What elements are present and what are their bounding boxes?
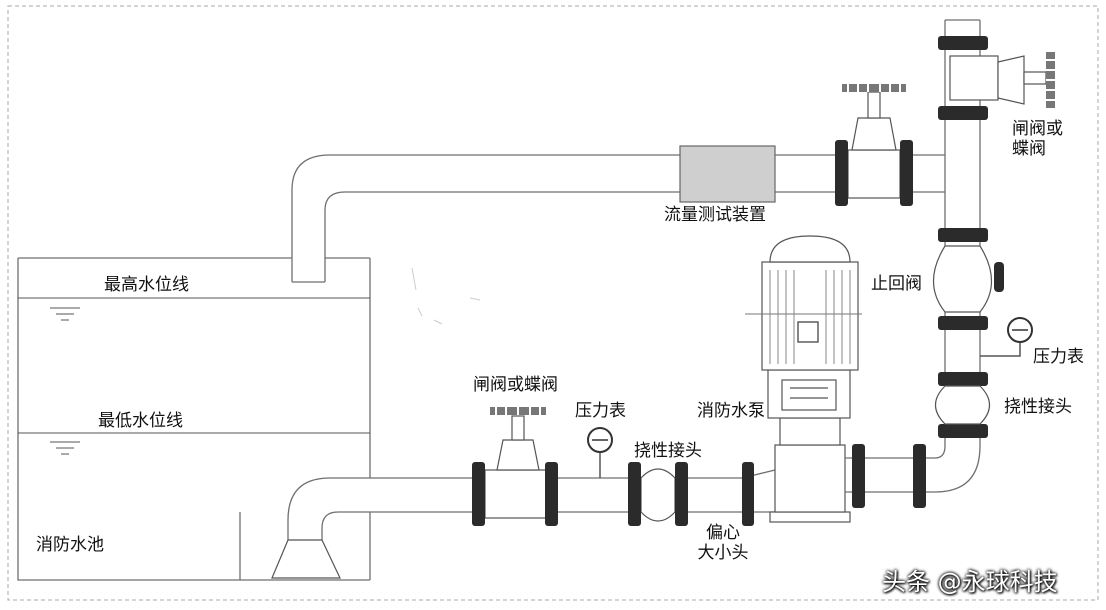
riser-gate-valve bbox=[949, 55, 1047, 105]
label-eccentric-reducer-line1: 偏心 bbox=[706, 523, 740, 543]
label-gate-or-butterfly-valve-right-line1: 闸阀或 bbox=[1012, 119, 1063, 139]
label-lowest-water-line: 最低水位线 bbox=[98, 411, 183, 431]
valve-handwheel-icon bbox=[842, 84, 906, 92]
flexible-joint bbox=[934, 385, 991, 425]
label-flexible-joint-left: 挠性接头 bbox=[634, 441, 702, 461]
flange bbox=[938, 106, 988, 120]
flange bbox=[938, 316, 988, 330]
label-gate-or-butterfly-valve-right-line2: 蝶阀 bbox=[1012, 138, 1046, 159]
pressure-gauge-icon bbox=[980, 317, 1033, 357]
flange bbox=[472, 462, 485, 526]
pressure-gauge-icon bbox=[587, 427, 613, 478]
suction-bell-mouth bbox=[271, 539, 341, 579]
label-eccentric-reducer: 偏心 大小头 bbox=[688, 523, 758, 563]
flange bbox=[852, 444, 865, 508]
watermark: 头条 @永球科技 bbox=[882, 568, 1058, 596]
flange bbox=[900, 140, 913, 206]
flange bbox=[742, 462, 754, 526]
flange bbox=[938, 36, 988, 50]
valve-handwheel-icon bbox=[1046, 52, 1055, 108]
test-return-pipe bbox=[291, 154, 945, 283]
fire-pump bbox=[761, 235, 859, 523]
motor-fins bbox=[769, 270, 851, 364]
scan-specks bbox=[411, 267, 481, 325]
label-highest-water-line: 最高水位线 bbox=[104, 275, 189, 295]
flexible-joint bbox=[628, 462, 688, 526]
flange bbox=[913, 444, 926, 508]
flange bbox=[938, 228, 988, 242]
label-gate-or-butterfly-valve-right: 闸阀或 蝶阀 bbox=[1012, 119, 1063, 159]
flange bbox=[835, 140, 848, 206]
label-check-valve: 止回阀 bbox=[871, 274, 922, 294]
top-gate-valve bbox=[847, 86, 901, 199]
check-valve bbox=[933, 245, 1004, 313]
label-pressure-gauge-left: 压力表 bbox=[575, 401, 626, 421]
flange bbox=[545, 462, 558, 526]
label-flow-test-device: 流量测试装置 bbox=[664, 205, 766, 225]
water-surface-symbol bbox=[50, 307, 80, 321]
outer-frame bbox=[7, 5, 1099, 601]
label-pressure-gauge-right: 压力表 bbox=[1033, 347, 1084, 367]
fire-pool bbox=[17, 257, 371, 581]
motor-terminal-box bbox=[797, 321, 819, 343]
flange bbox=[938, 424, 988, 438]
label-fire-pump: 消防水泵 bbox=[697, 401, 765, 421]
label-fire-pool: 消防水池 bbox=[36, 535, 104, 555]
suction-gate-valve bbox=[484, 415, 551, 519]
label-gate-or-butterfly-valve-left: 闸阀或蝶阀 bbox=[473, 375, 558, 395]
water-surface-symbol bbox=[50, 441, 80, 455]
flow-test-device bbox=[679, 145, 776, 203]
flange bbox=[938, 372, 988, 386]
label-eccentric-reducer-line2: 大小头 bbox=[697, 542, 749, 563]
label-flexible-joint-right: 挠性接头 bbox=[1004, 397, 1072, 417]
valve-handwheel-icon bbox=[490, 407, 546, 415]
